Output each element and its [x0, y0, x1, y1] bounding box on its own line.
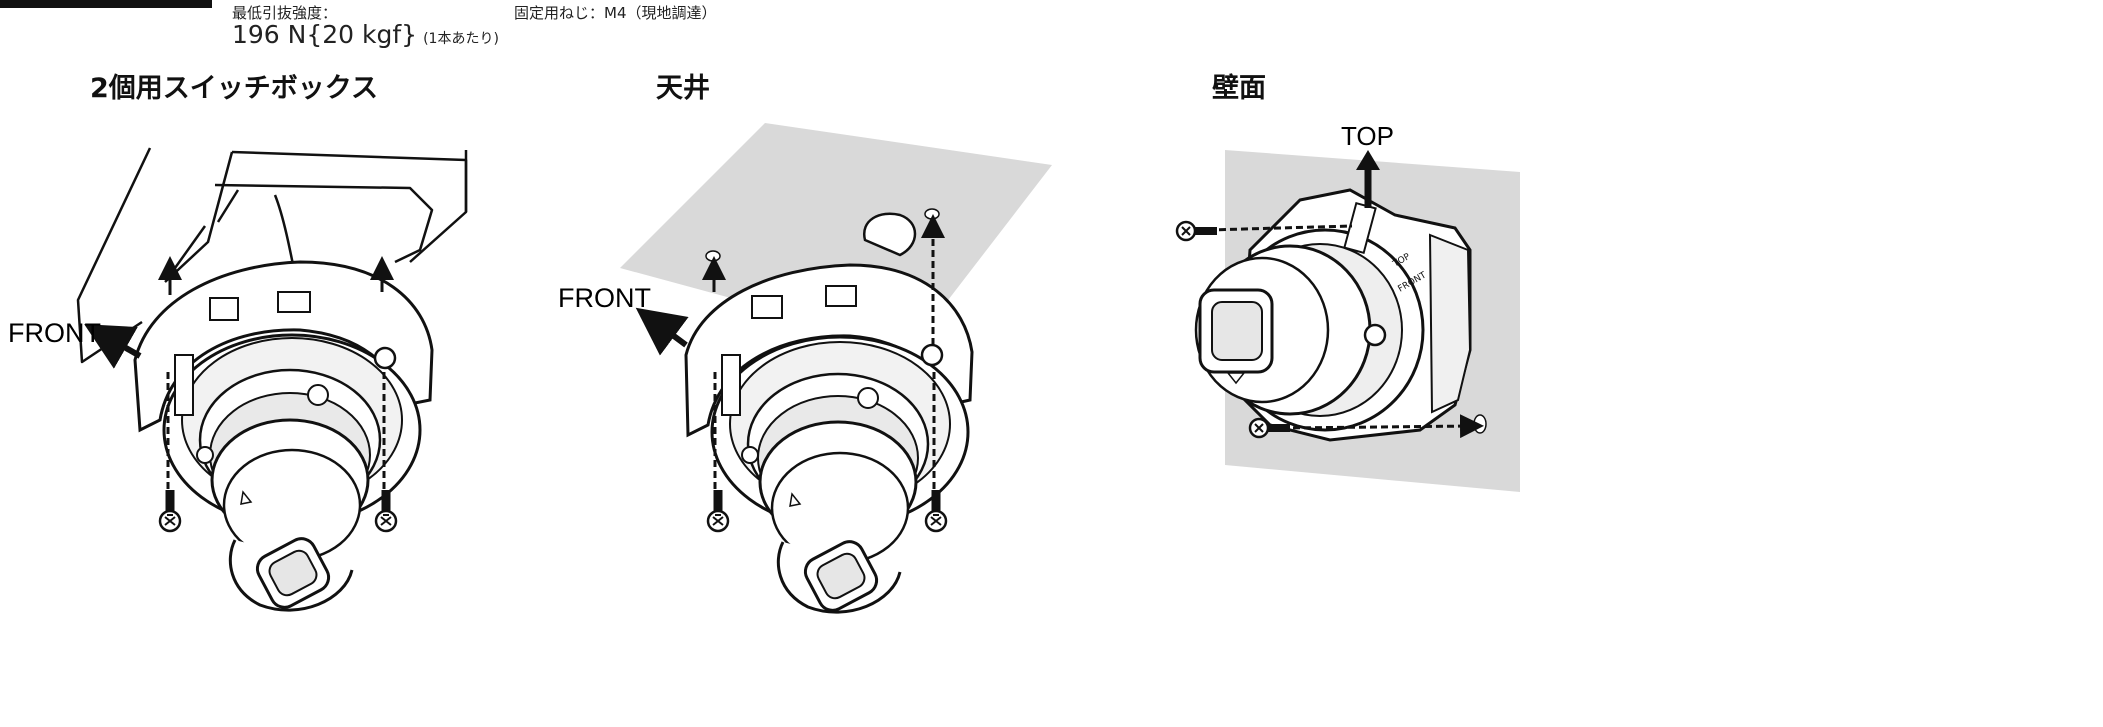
- panel-title-switch-box: 2個用スイッチボックス: [90, 73, 378, 104]
- screw-spec: 固定用ねじ：M4（現地調達）: [514, 4, 717, 22]
- header-bar: [0, 0, 212, 8]
- pullout-strength-label: 最低引抜強度：: [232, 4, 338, 22]
- top-label-wall: TOP: [1341, 121, 1394, 151]
- front-label-ceiling: FRONT: [558, 283, 651, 313]
- camera-icon: [133, 260, 434, 612]
- panel-title-wall: 壁面: [1212, 73, 1266, 104]
- arrow-icon: [84, 256, 394, 490]
- pullout-strength-value-row: 196 N{20 kgf} (1本あたり): [232, 20, 499, 49]
- camera-icon: [684, 212, 974, 614]
- pullout-strength-note: (1本あたり): [423, 31, 499, 47]
- camera-icon: TOP FRONT: [1194, 188, 1472, 442]
- panel-title-ceiling: 天井: [656, 73, 710, 104]
- arrow-icon: [635, 214, 945, 490]
- ceiling-surface: [620, 123, 1052, 347]
- pullout-strength-value: 196 N{20 kgf}: [232, 20, 418, 49]
- front-label-switch-box: FRONT: [8, 318, 101, 348]
- arrow-icon: [1207, 150, 1484, 439]
